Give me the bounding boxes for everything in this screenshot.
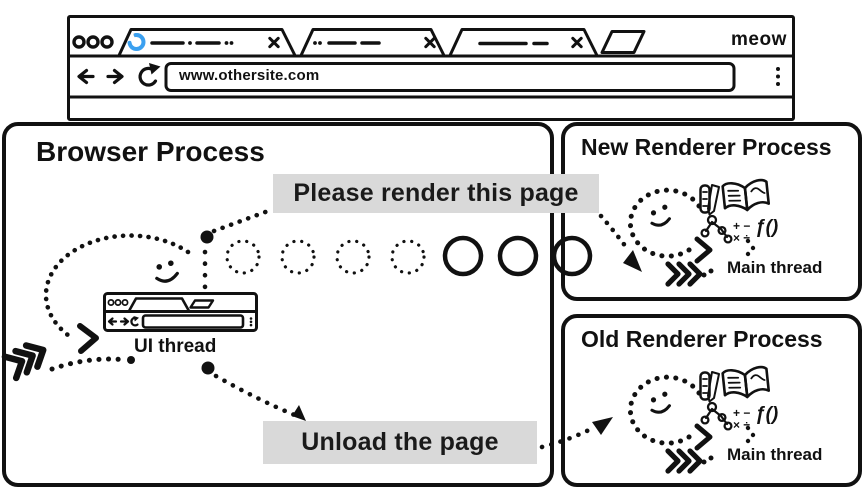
browser-process-title: Browser Process (36, 136, 265, 167)
render-message-label: Please render this page (273, 174, 599, 213)
main-thread-label-new: Main thread (727, 258, 823, 277)
old-renderer-title: Old Renderer Process (581, 326, 823, 352)
browser-window (67, 15, 795, 121)
new-renderer-title: New Renderer Process (581, 134, 832, 160)
main-thread-label-old: Main thread (727, 445, 823, 464)
brand-text: meow (731, 29, 787, 50)
unload-message-label: Unload the page (263, 421, 537, 464)
url-text: www.othersite.com (179, 67, 320, 84)
ui-thread-label: UI thread (134, 336, 217, 357)
